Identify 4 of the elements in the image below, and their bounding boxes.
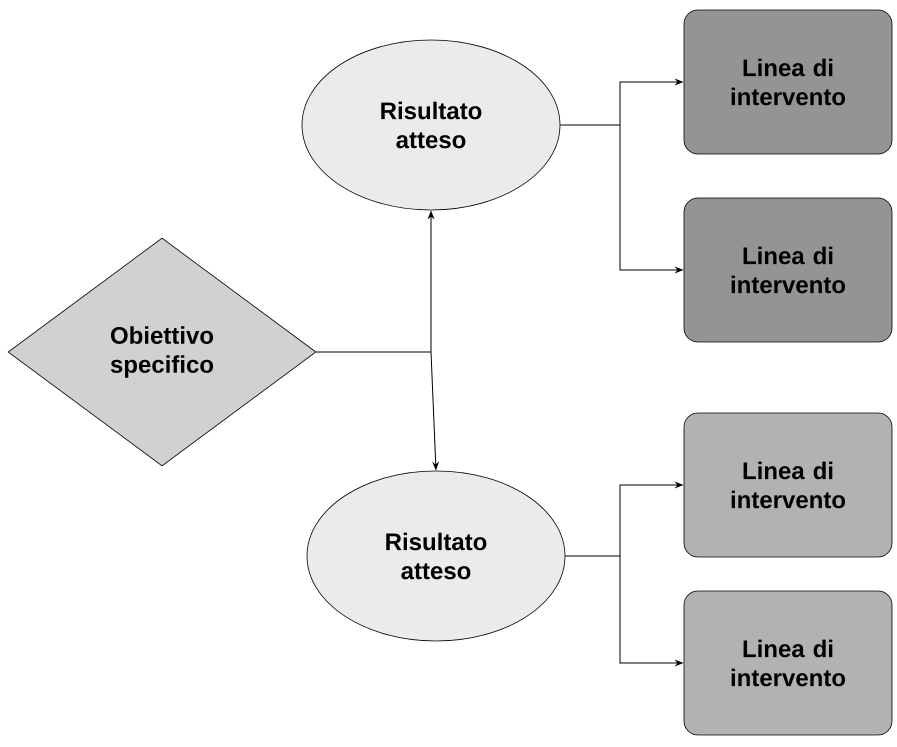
action-box: Linea di intervento (684, 412, 892, 558)
action-box: Linea di intervento (684, 590, 892, 736)
action-box: Linea di intervento (684, 10, 892, 154)
action-box: Linea di intervento (684, 198, 892, 342)
